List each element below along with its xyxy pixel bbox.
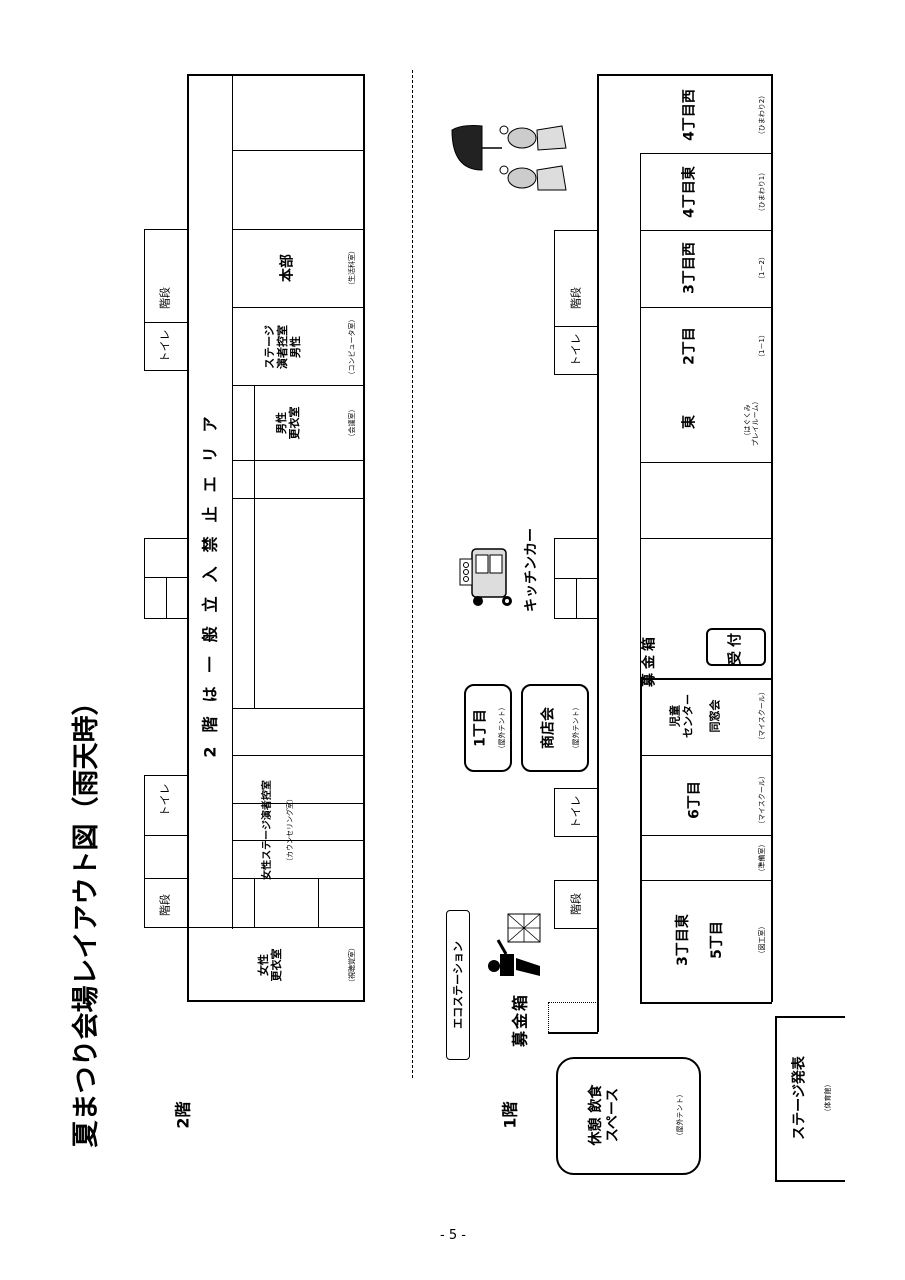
f1-room-junbi: （準備室） — [757, 840, 766, 876]
floor1-label: 1階 — [500, 1101, 520, 1129]
eco-station-icon — [488, 913, 541, 976]
f1-tent-shoutenkai-sub: （屋外テント） — [571, 703, 580, 753]
f1-kitchen-car: キッチンカー — [523, 528, 540, 612]
f1-stage-sub: （体育館） — [823, 1080, 832, 1116]
f2-hq-room: （生活科室） — [347, 247, 356, 289]
f1-tent-1chome-label: 1丁目 — [472, 709, 489, 747]
f1-rest-area-sub: （屋外テント） — [675, 1090, 684, 1140]
f1-stage: ステージ発表 — [791, 1056, 808, 1140]
tanabata-figures-icon — [451, 125, 567, 191]
f1-donation-box-2: 募金箱 — [641, 633, 658, 687]
f1-room-6: 6丁目 — [686, 781, 703, 819]
f1-room-6-sub: （マイスクール） — [757, 772, 766, 828]
f2-outer — [187, 74, 365, 1002]
f2-toilet-bottom: トイレ — [158, 783, 172, 817]
f1-room-3w-sub: （1－2） — [757, 253, 766, 283]
floor-divider — [412, 70, 413, 1078]
f1-tent-1chome-sub: （屋外テント） — [497, 703, 506, 753]
f2-hq: 本部 — [279, 254, 296, 282]
f1-rest-area-box — [556, 1057, 701, 1175]
f1-donation-box: 募金箱 — [510, 992, 530, 1048]
page-number: - 5 - — [440, 1228, 466, 1243]
f1-tent-shoutenkai — [521, 684, 589, 772]
f1-room-3w: 3丁目西 — [681, 242, 698, 294]
f1-eco-station-box — [446, 910, 470, 1060]
f2-restricted-label: 2階は一般立入禁止エリア — [200, 402, 220, 758]
f1-room-jido: 児童 センター 同窓会 — [668, 694, 722, 738]
f2-stage-male-room: （コンピュータ室） — [347, 315, 356, 379]
f2-stage-male: ステージ 演者控室 男性 — [263, 325, 303, 369]
f2-female-stage: 女性ステージ演者控室 — [262, 780, 273, 880]
f1-room-higashi: 東 — [681, 415, 698, 429]
page-title: 夏まつり会場レイアウト図（雨天時） — [70, 688, 102, 1148]
f2-toilet-top: トイレ — [158, 329, 172, 363]
f1-rest-area: 休憩 飲食 スペース — [588, 1084, 621, 1146]
f1-stairs-top: 階段 — [569, 287, 583, 309]
f2-male-dressing: 男性 更衣室 — [274, 406, 301, 440]
f1-room-3e5-sub: （図工室） — [757, 922, 766, 958]
f1-tent-shoutenkai-label: 商店会 — [540, 707, 557, 749]
kitchen-car-icon — [459, 548, 512, 606]
f1-stairs-bottom: 階段 — [569, 893, 583, 915]
f1-room-4e: 4丁目東 — [681, 166, 698, 218]
f1-room-4w: 4丁目西 — [681, 89, 698, 141]
f1-room-2-sub: （1－1） — [757, 331, 766, 361]
f2-female-stage-room: （カウンセリング室） — [285, 795, 294, 865]
f2-stairs-bottom: 階段 — [158, 894, 172, 916]
f1-room-2: 2丁目 — [681, 327, 698, 365]
f2-stairs-top: 階段 — [158, 287, 172, 309]
f1-tent-1chome — [464, 684, 512, 772]
f1-room-4e-sub: （ひまわり1） — [757, 168, 766, 216]
f1-room-higashi-sub: （はぐくみ プレイルーム） — [743, 397, 760, 447]
f1-room-4w-sub: （ひまわり2） — [757, 91, 766, 139]
f2-female-dressing: 女性 更衣室 — [256, 948, 283, 982]
f2-male-dressing-room: （会議室） — [347, 405, 356, 441]
f1-reception: 受付 — [727, 629, 744, 665]
f1-toilet-bottom: トイレ — [569, 795, 583, 829]
floor2-label: 2階 — [173, 1101, 193, 1129]
f1-room-3e5: 3丁目東 5丁目 — [674, 914, 725, 966]
f1-room-jido-sub: （マイスクール） — [757, 688, 766, 744]
f1-eco-station: エコステーション — [451, 941, 465, 1029]
f2-female-dressing-room: （視聴覚室） — [347, 944, 356, 986]
f1-toilet-top: トイレ — [569, 333, 583, 367]
f1-reception-box — [706, 628, 766, 666]
